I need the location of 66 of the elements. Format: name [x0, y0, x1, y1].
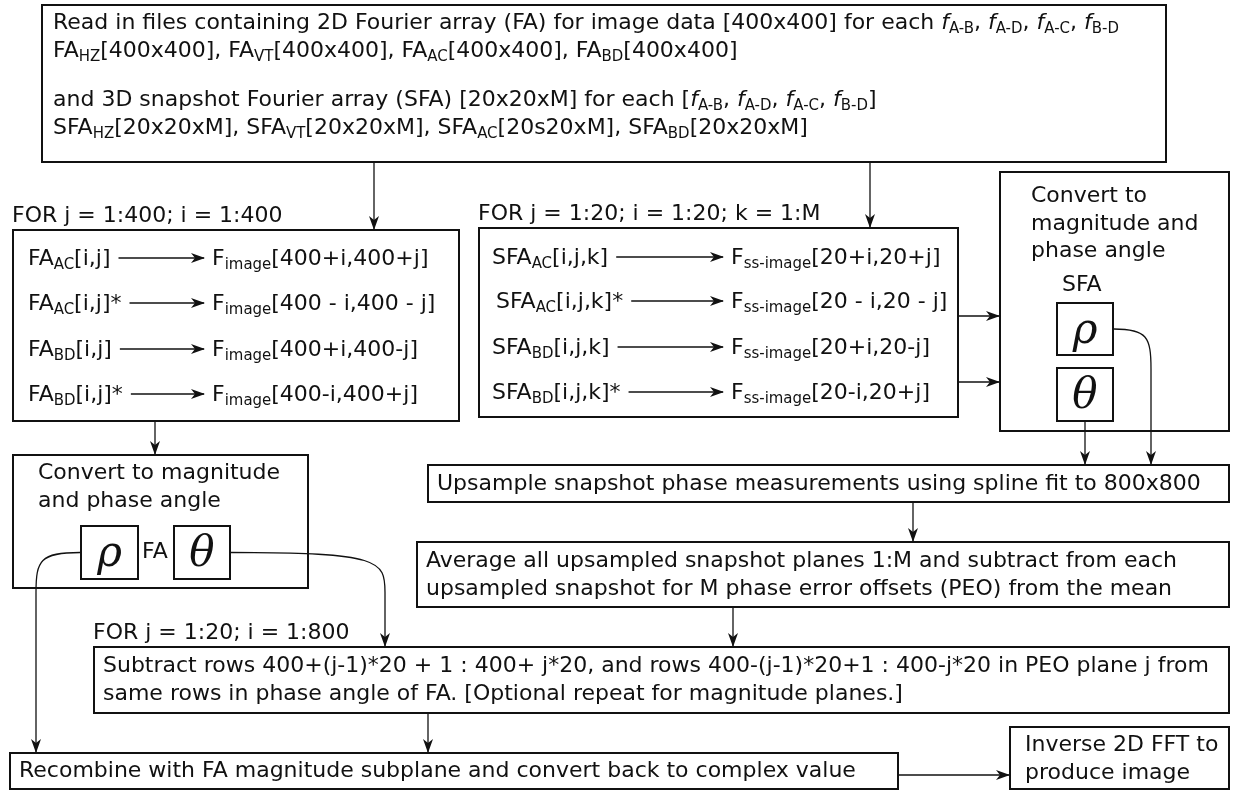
arrow — [117, 253, 205, 263]
arrow — [958, 377, 1000, 387]
array-term: FA$_{AC}$[i,j]* — [28, 290, 122, 316]
process-box — [999, 171, 1230, 432]
symbol-box — [1056, 367, 1114, 422]
box-text: Inverse 2D FFT to produce image — [1025, 730, 1220, 785]
arrow — [230, 551, 390, 647]
box-text: Read in files containing 2D Fourier array (FA) for image data [400x400] for each f$_{A-B}$, f$_{A-D}$, f$_{A-C}$, f$_{B-D}$ — [53, 8, 1120, 36]
arrow — [423, 713, 433, 753]
arrow — [128, 298, 205, 308]
array-term: FA$_{AC}$[i,j] — [28, 245, 111, 271]
array-term: F$_{image}$[400+i,400+j] — [212, 245, 429, 271]
arrow — [630, 296, 724, 306]
greek-symbol: ρ — [1072, 302, 1098, 355]
arrow — [958, 311, 1000, 321]
box-text: FA$_{HZ}$[400x400], FA$_{VT}$[400x400], FA$_{AC}$[400x400], FA$_{BD}$[400x400] — [53, 35, 739, 63]
symbol-box — [173, 525, 231, 580]
box-text: Subtract rows 400+(j-1)*20 + 1 : 400+ j*20, and rows 400-(j-1)*20+1 : 400-j*20 in PEO plane j from same rows in phase angle of FA. [Optional repeat for magnitude planes.] — [103, 651, 1210, 706]
process-box — [12, 454, 309, 589]
array-term: SFA$_{BD}$[i,j,k] — [492, 334, 610, 360]
arrow — [728, 607, 738, 647]
process-box — [416, 541, 1230, 608]
greek-symbol: θ — [189, 526, 215, 579]
arrow — [369, 162, 379, 230]
arrow — [865, 162, 875, 228]
arrow — [130, 389, 205, 399]
process-box — [1009, 726, 1230, 790]
process-box — [41, 4, 1167, 163]
array-term: F$_{ss-image}$[20 - i,20 - j] — [731, 288, 948, 314]
arrow — [119, 344, 205, 354]
loop-heading: FOR j = 1:20; i = 1:800 — [93, 618, 350, 646]
array-term: F$_{image}$[400-i,400+j] — [212, 381, 418, 407]
array-term: F$_{ss-image}$[20+i,20+j] — [731, 244, 941, 270]
arrow — [1080, 421, 1090, 465]
process-box — [9, 752, 899, 790]
array-term: F$_{image}$[400 - i,400 - j] — [212, 290, 436, 316]
arrow — [1113, 328, 1156, 465]
loop-heading: FOR j = 1:20; i = 1:20; k = 1:M — [478, 199, 821, 227]
array-term: FA$_{BD}$[i,j]* — [28, 381, 123, 407]
box-text: Upsample snapshot phase measurements using spline fit to 800x800 — [437, 469, 1202, 497]
arrow — [31, 551, 81, 753]
box-text: and 3D snapshot Fourier array (SFA) [20x20xM] for each [f$_{A-B}$, f$_{A-D}$, f$_{A-C}$, f$_{B-D}$] — [53, 85, 878, 113]
arrow — [616, 342, 724, 352]
arrow — [627, 387, 724, 397]
array-term: F$_{ss-image}$[20+i,20-j] — [731, 334, 930, 360]
arrow — [908, 502, 918, 542]
array-term: SFA$_{AC}$[i,j,k]* — [496, 288, 624, 314]
box-text: Convert to magnitude and phase angle — [1031, 181, 1200, 264]
box-text: Recombine with FA magnitude subplane and convert back to complex value — [19, 756, 857, 784]
box-text: Convert to magnitude and phase angle — [38, 458, 282, 513]
greek-symbol: ρ — [97, 526, 122, 579]
symbol-caption: SFA — [1062, 270, 1102, 298]
array-term: FA$_{BD}$[i,j] — [28, 336, 112, 362]
array-term: SFA$_{BD}$[i,j,k]* — [492, 379, 621, 405]
array-term: F$_{image}$[400+i,400-j] — [212, 336, 418, 362]
box-text: SFA$_{HZ}$[20x20xM], SFA$_{VT}$[20x20xM], SFA$_{AC}$[20s20xM], SFA$_{BD}$[20x20xM] — [53, 112, 809, 140]
greek-symbol: θ — [1072, 368, 1098, 421]
arrow — [615, 252, 724, 262]
arrow — [898, 770, 1010, 780]
process-box — [427, 464, 1230, 503]
array-term: F$_{ss-image}$[20-i,20+j] — [731, 379, 930, 405]
array-term: SFA$_{AC}$[i,j,k] — [492, 244, 609, 270]
symbol-caption: FA — [142, 537, 168, 565]
loop-heading: FOR j = 1:400; i = 1:400 — [12, 201, 283, 229]
arrow — [150, 421, 160, 455]
box-text: Average all upsampled snapshot planes 1:M and subtract from each upsampled snapshot for M phase error offsets (PEO) from the mean — [426, 546, 1178, 601]
